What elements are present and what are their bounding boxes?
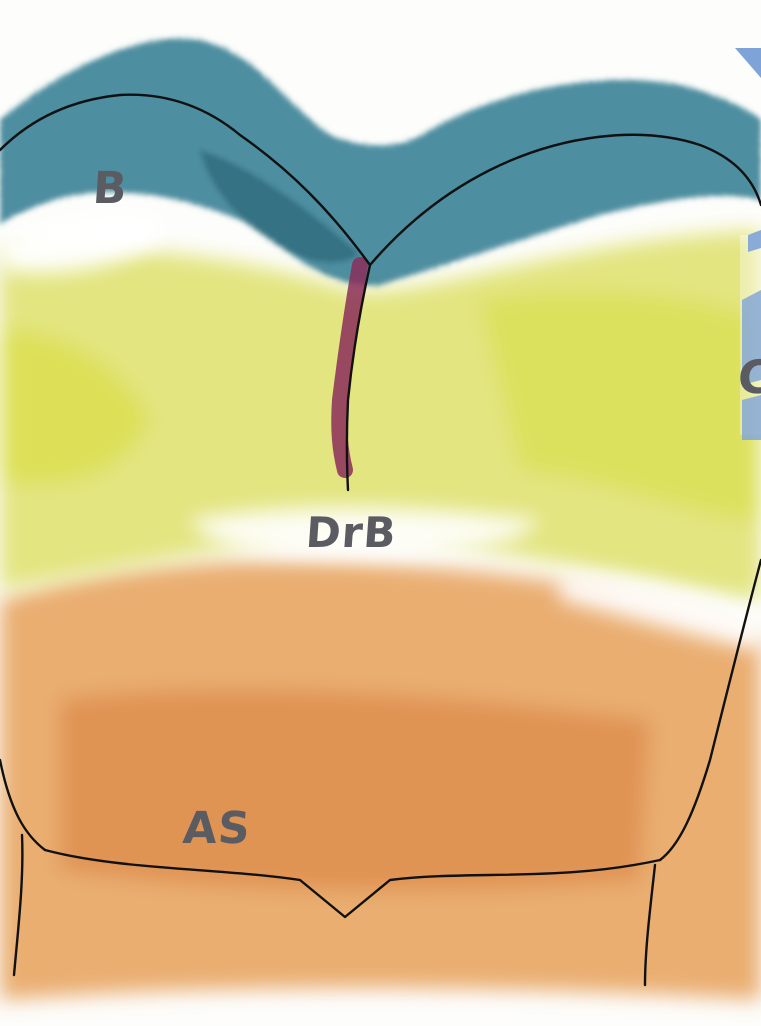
label-partial-right: C (736, 350, 761, 404)
label-as: AS (181, 803, 252, 854)
label-drb: DrB (304, 508, 398, 557)
label-b: B (91, 163, 129, 214)
